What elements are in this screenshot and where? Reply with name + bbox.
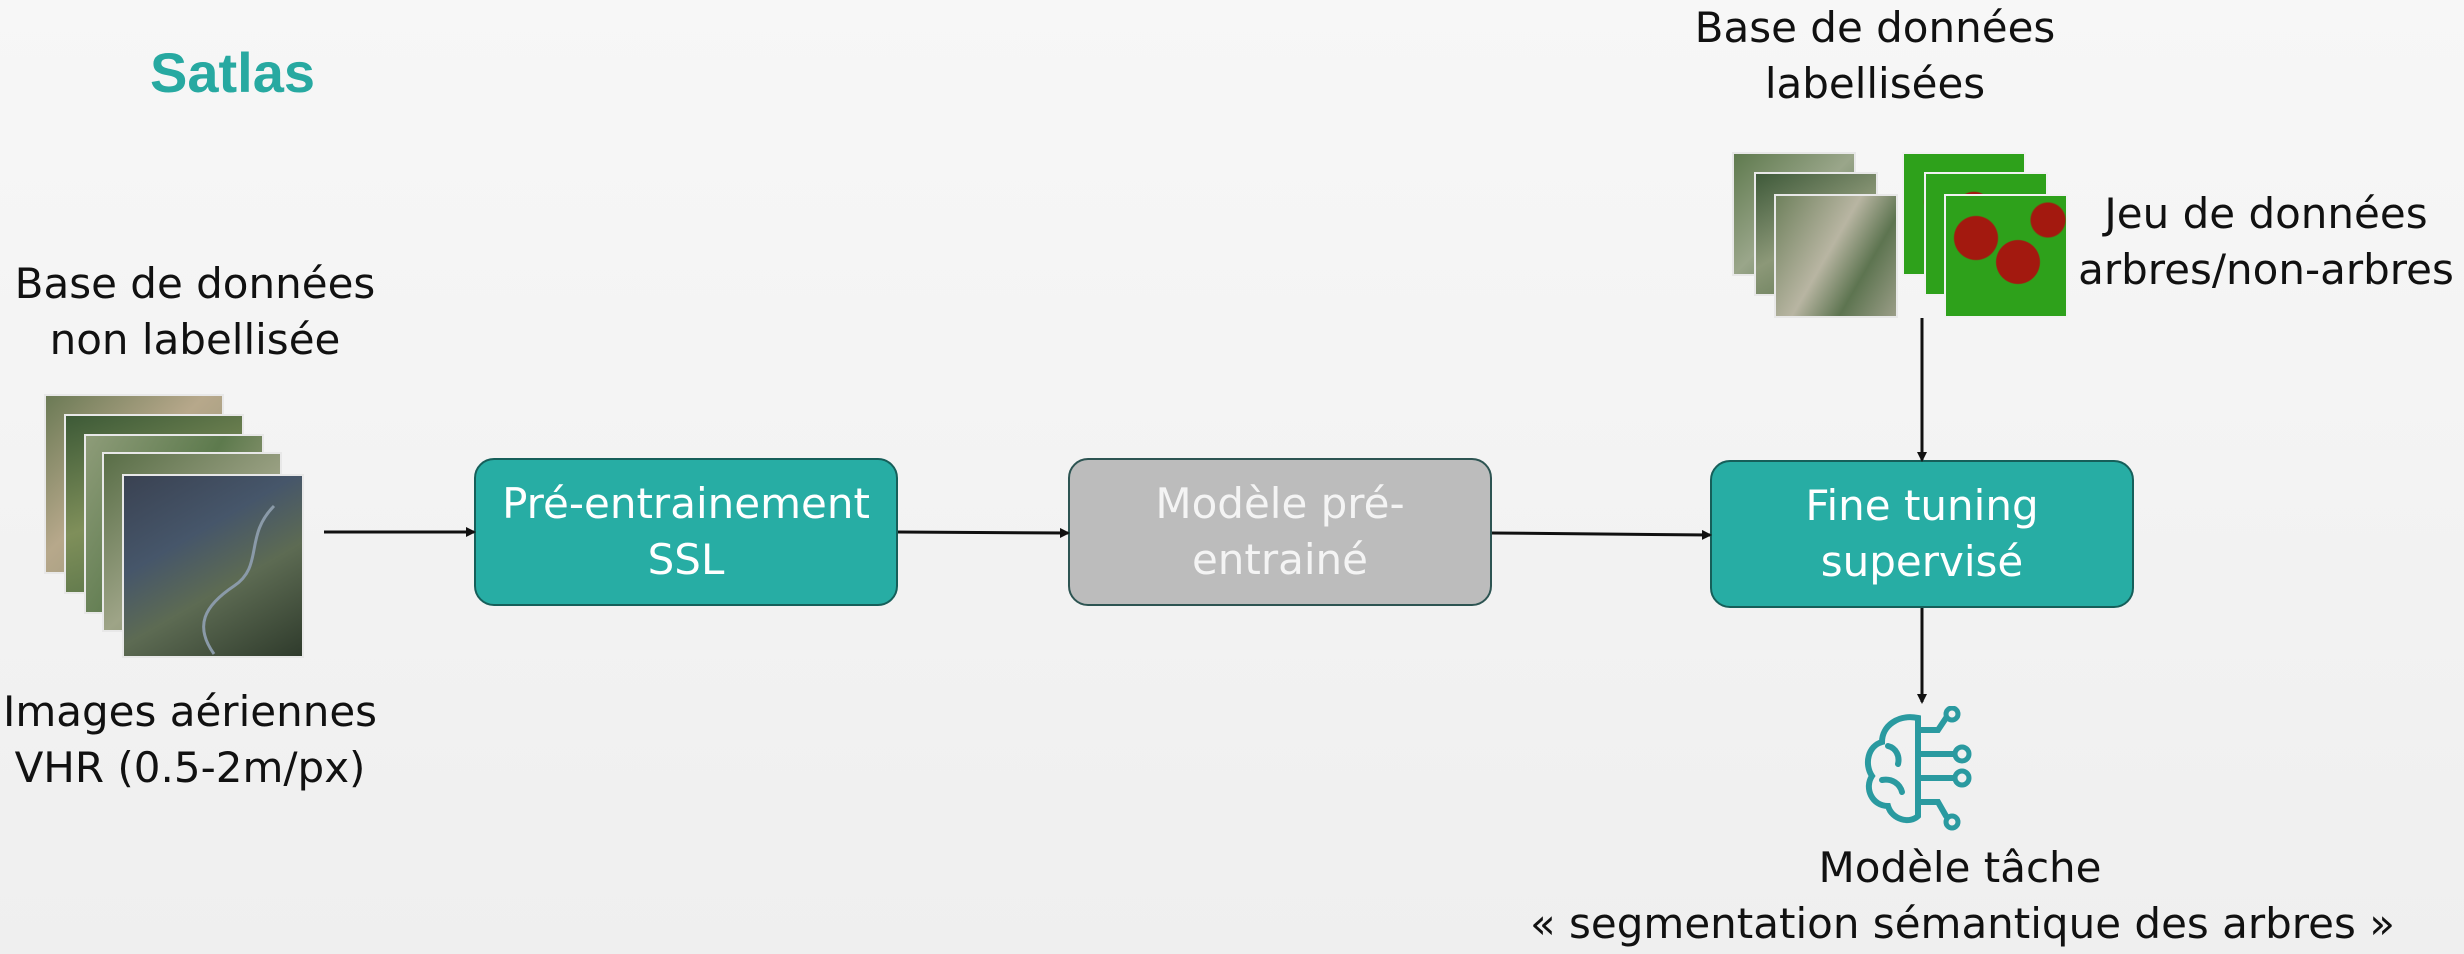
aerial-tile-5: [122, 474, 304, 658]
river-icon: [202, 504, 276, 655]
task-model-line2: « segmentation sémantique des arbres »: [1530, 899, 2395, 948]
task-model-label: Modèle tâche « segmentation sémantique d…: [1530, 840, 2395, 952]
unlabeled-db-line1: Base de données: [14, 259, 376, 308]
labeled-db-label: Base de données labellisées: [1680, 0, 2070, 112]
labeled-db-line1: Base de données: [1694, 3, 2056, 52]
labeled-aerial-stack: [1732, 152, 1900, 318]
tree-mask-tile-3: [1944, 194, 2068, 318]
tree-dataset-label: Jeu de données arbres/non-arbres: [2076, 186, 2456, 298]
pretrained-box-line1: Modèle pré-: [1155, 479, 1405, 528]
aerial-image-stack: [44, 394, 304, 658]
pretrained-box-line2: entrainé: [1191, 535, 1369, 584]
tree-dataset-line2: arbres/non-arbres: [2078, 245, 2454, 294]
brain-circuit-icon: [1864, 706, 1972, 831]
aerial-images-line2: VHR (0.5-2m/px): [14, 743, 366, 792]
ssl-box-line1: Pré-entrainement: [502, 479, 870, 528]
tree-dataset-line1: Jeu de données: [2104, 189, 2428, 238]
aerial-images-label: Images aériennes VHR (0.5-2m/px): [0, 684, 380, 796]
labeled-aerial-tile-3: [1774, 194, 1898, 318]
unlabeled-db-label: Base de données non labellisée: [0, 256, 390, 368]
finetune-box-line2: supervisé: [1820, 537, 2024, 586]
ssl-box-line2: SSL: [647, 535, 725, 584]
labeled-db-line2: labellisées: [1764, 59, 1986, 108]
task-model-line1: Modèle tâche: [1818, 843, 2102, 892]
unlabeled-db-line2: non labellisée: [49, 315, 341, 364]
ssl-pretraining-box: Pré-entrainement SSL: [474, 458, 898, 606]
aerial-images-line1: Images aériennes: [2, 687, 378, 736]
page-title: Satlas: [150, 41, 315, 104]
finetune-box-line1: Fine tuning: [1805, 481, 2039, 530]
finetuning-box: Fine tuning supervisé: [1710, 460, 2134, 608]
arrow-pretrained-to-finetune: [1491, 529, 1712, 540]
pretrained-model-box: Modèle pré- entrainé: [1068, 458, 1492, 606]
tree-mask-stack: [1902, 152, 2070, 318]
arrow-ssl-to-pretrained: [897, 527, 1070, 538]
